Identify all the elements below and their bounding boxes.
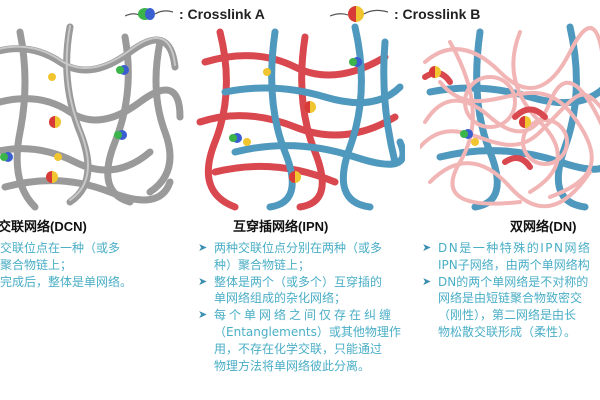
- bullet-item: ➤ DN是一种特殊的IPN网络 IPN子网络，由两个单网络构: [422, 240, 592, 274]
- text-line: 聚合物链上；: [0, 257, 73, 272]
- legend-crosslink-a: : Crosslink A: [125, 2, 265, 26]
- panel-title-dn: 双网络(DN): [510, 219, 577, 234]
- text-line: 网络是由短链聚合物致密交: [438, 291, 583, 306]
- text-line: 物松散交联形成（柔性）。: [438, 324, 577, 339]
- crosslink-a-marker: [229, 133, 242, 143]
- arrow-bullet-icon: ➤: [422, 241, 432, 254]
- ipn-description: ➤ 两种交联位点分别在两种（或多 种）聚合物链上； ➤ 整体是两个（或多个）互穿…: [198, 240, 401, 374]
- arrow-bullet-icon: ➤: [422, 274, 432, 288]
- dcn-description: 交联位点在一种（或多 聚合物链上； 完成后，整体是单网络。: [0, 240, 132, 290]
- text-line: （Entanglements）或其他物理作: [214, 324, 401, 339]
- text-line: 整体是两个（或多个）互穿插的: [214, 274, 383, 289]
- crosslink-b-marker: [304, 101, 316, 113]
- text-line: 交联位点在一种（或多: [0, 241, 121, 255]
- crosslink-b-marker: [49, 116, 61, 128]
- bullet-item: 交联位点在一种（或多 聚合物链上；: [0, 240, 132, 274]
- text-line: 完成后，整体是单网络。: [0, 274, 133, 289]
- bullet-item: ➤ 整体是两个（或多个）互穿插的 单网络组成的杂化网络；: [198, 274, 401, 308]
- bullet-item: 完成后，整体是单网络。: [0, 274, 132, 291]
- legend-crosslink-b: : Crosslink B: [330, 2, 480, 26]
- crosslink-b-marker: [519, 116, 531, 128]
- legend-label: : Crosslink A: [179, 6, 265, 22]
- crosslink-a-marker: [114, 130, 127, 140]
- ipn-network-illustration: [196, 23, 405, 211]
- arrow-bullet-icon: ➤: [198, 274, 208, 288]
- bullet-item: ➤ 两种交联位点分别在两种（或多 种）聚合物链上；: [198, 240, 401, 274]
- text-line: 物理方法将单网络彼此分离。: [214, 358, 371, 373]
- bullet-item: ➤ DN的两个单网络是不对称的 网络是由短链聚合物致密交 （刚性），第二网络是由…: [422, 274, 591, 341]
- arrow-bullet-icon: ➤: [198, 241, 208, 254]
- bullet-item: ➤ 每个单网络之间仅存在纠缠 （Entanglements）或其他物理作 用，不…: [198, 307, 401, 374]
- crosslink-b-icon: [330, 6, 388, 22]
- text-line: 两种交联位点分别在两种（或多: [214, 241, 383, 255]
- text-line: 单网络组成的杂化网络；: [214, 291, 347, 306]
- text-line: DN是一种特殊的IPN网络: [438, 241, 592, 255]
- dcn-network-illustration: [0, 23, 184, 211]
- text-line: 每个单网络之间仅存在纠缠: [214, 308, 395, 323]
- text-line: 用，不存在化学交联，只能通过: [214, 341, 383, 356]
- dn-description: ➤ DN是一种特殊的IPN网络 IPN子网络，由两个单网络构 ➤ DN的两个单网…: [422, 240, 592, 341]
- panel-title-ipn: 互穿插网络(IPN): [233, 219, 329, 234]
- text-line: （刚性），第二网络是由长: [438, 308, 577, 323]
- arrow-bullet-icon: ➤: [198, 308, 208, 322]
- panel-title-dcn: 交联网络(DCN): [0, 219, 87, 234]
- text-line: 种）聚合物链上；: [214, 257, 311, 272]
- dn-network-illustration: [420, 23, 600, 211]
- crosslink-a-icon: [125, 8, 173, 20]
- text-line: IPN子网络，由两个单网络构: [438, 257, 590, 272]
- crosslink-b-marker: [429, 66, 441, 78]
- crosslink-a-marker: [349, 57, 362, 67]
- crosslink-a-marker: [460, 129, 473, 139]
- crosslink-a-marker: [116, 65, 129, 75]
- crosslink-a-marker: [0, 152, 13, 162]
- crosslink-b-marker: [46, 171, 58, 183]
- legend-label: : Crosslink B: [394, 6, 481, 22]
- crosslink-b-marker: [289, 171, 301, 183]
- text-line: DN的两个单网络是不对称的: [438, 274, 589, 289]
